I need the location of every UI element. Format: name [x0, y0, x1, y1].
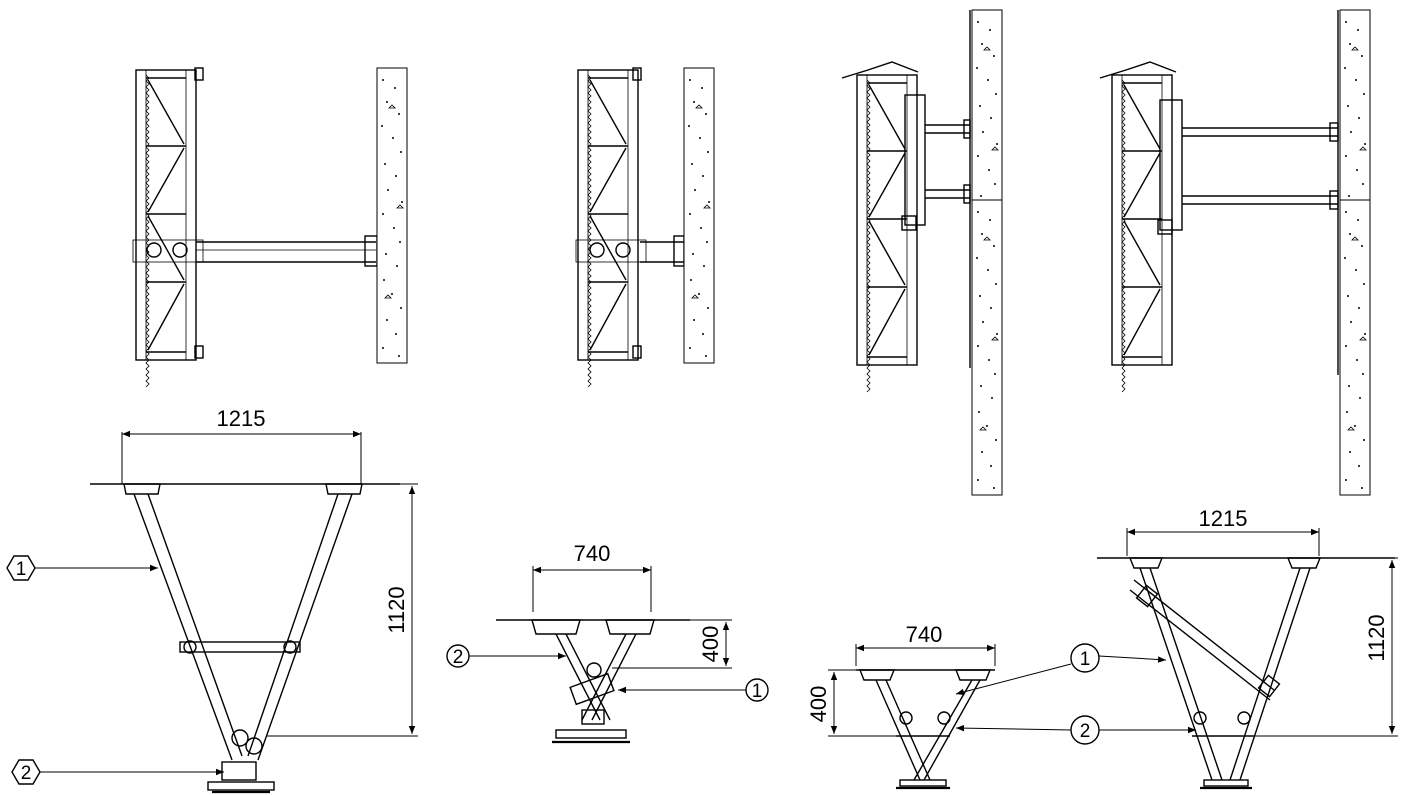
dimension-width-1215-right: 1215	[1199, 506, 1248, 531]
dimension-height-400-middle: 400	[698, 626, 723, 663]
plan-view-large-left: 1215 1120 1 2	[6, 406, 418, 794]
callout-1-right: 1	[1080, 649, 1091, 670]
callout-2-left: 2	[21, 763, 32, 784]
dimension-width-740-right: 740	[906, 622, 943, 647]
dimension-width-740-middle: 740	[574, 541, 611, 566]
callout-1-middle: 1	[752, 681, 763, 702]
plan-view-small-middle: 740 400 2 1	[446, 541, 769, 744]
callout-2-right: 2	[1080, 721, 1091, 742]
elevation-view-3	[841, 9, 1003, 496]
plan-view-small-right: 740 400	[806, 622, 996, 790]
plan-view-large-right: 1215 1120 1 2	[955, 506, 1398, 790]
dimension-height-1120-left: 1120	[384, 586, 409, 633]
elevation-view-4	[1099, 9, 1371, 496]
dimension-width-1215-left: 1215	[217, 406, 266, 431]
callout-2-middle: 2	[453, 647, 464, 668]
elevation-view-2	[575, 67, 715, 388]
dimension-height-400-right: 400	[806, 686, 831, 723]
dimension-height-1120-right: 1120	[1364, 614, 1389, 661]
callout-1-left: 1	[16, 559, 27, 580]
elevation-view-1	[132, 67, 408, 388]
